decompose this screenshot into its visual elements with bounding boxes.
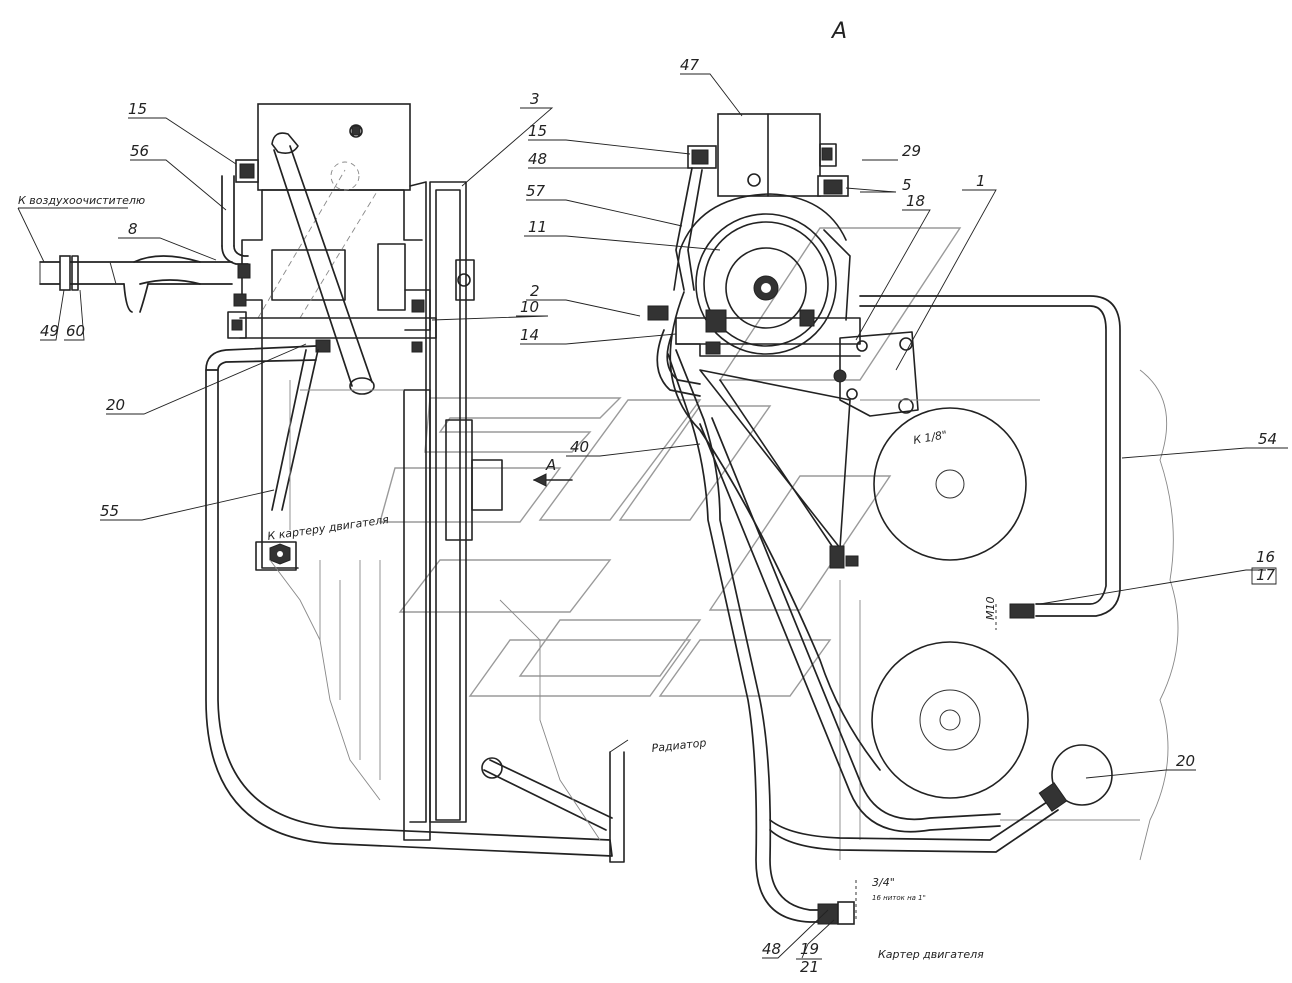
- note-thread-3-4-sub: 16 ниток на 1": [872, 894, 926, 902]
- callout-17: 17: [1256, 566, 1276, 584]
- callout-1: 1: [976, 172, 986, 190]
- callout-15-left: 15: [128, 100, 147, 118]
- callout-3: 3: [530, 90, 540, 108]
- callout-10: 10: [520, 298, 539, 316]
- callout-20-left: 20: [106, 396, 125, 414]
- compressor-head-right: [717, 113, 821, 197]
- callout-20-right: 20: [1176, 752, 1195, 770]
- callout-48-top: 48: [528, 150, 547, 168]
- note-thread-m10: М10: [984, 597, 997, 621]
- callout-16: 16: [1256, 548, 1275, 566]
- note-thread-1-8: К 1/8": [912, 428, 948, 447]
- callout-56: 56: [130, 142, 149, 160]
- left-view: [39, 103, 625, 863]
- compressor-head: [257, 103, 411, 191]
- callout-19: 19: [800, 940, 819, 958]
- note-engine-crankcase-bottom: Картер двигателя: [878, 948, 984, 961]
- callout-14: 14: [520, 326, 539, 344]
- watermark-logo: [379, 227, 962, 697]
- callout-48-bottom: 48: [762, 940, 781, 958]
- callout-40: 40: [570, 438, 589, 456]
- callout-15-right: 15: [528, 122, 547, 140]
- callout-11: 11: [528, 218, 547, 236]
- note-engine-crankcase-left: К картеру двигателя: [267, 513, 390, 543]
- callout-47: 47: [680, 56, 700, 74]
- section-arrow-label: А: [545, 456, 556, 474]
- callout-29: 29: [902, 142, 921, 160]
- callout-5: 5: [902, 176, 912, 194]
- callout-60: 60: [66, 322, 85, 340]
- callout-8: 8: [128, 220, 138, 238]
- callout-18: 18: [906, 192, 925, 210]
- view-title: А: [830, 19, 847, 44]
- callout-17-box: [1251, 567, 1277, 585]
- callout-21: 21: [800, 958, 819, 976]
- note-radiator: Радиатор: [651, 736, 707, 755]
- callout-57: 57: [526, 182, 546, 200]
- note-thread-3-4: 3/4": [872, 876, 895, 889]
- note-air-cleaner: К воздухоочистителю: [18, 194, 145, 207]
- leader-lines: [17, 73, 1288, 959]
- callout-55: 55: [100, 502, 119, 520]
- section-arrow-head: [532, 473, 547, 487]
- callout-49: 49: [40, 322, 59, 340]
- right-view: [647, 113, 1179, 925]
- callout-2: 2: [530, 282, 540, 300]
- callout-54: 54: [1258, 430, 1277, 448]
